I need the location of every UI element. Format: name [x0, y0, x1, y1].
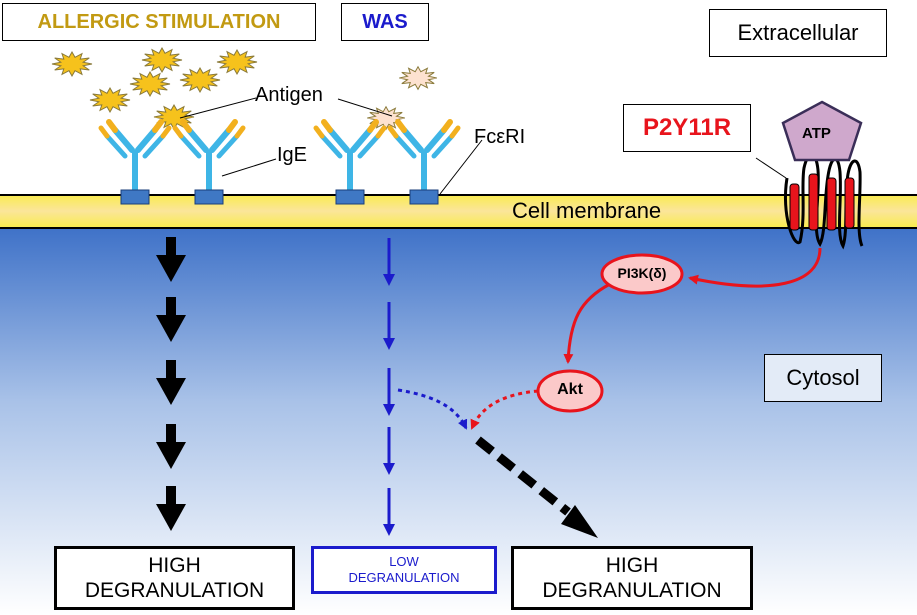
- extracellular-text: Extracellular: [737, 20, 859, 45]
- red-signal-arrows: [563, 247, 822, 364]
- outcome-middle-line2: DEGRANULATION: [348, 570, 460, 585]
- ige-antibody-icon: [313, 119, 387, 205]
- high-degranulation-box-left: HIGH DEGRANULATION: [54, 546, 295, 610]
- fceri-receptor-icon: [120, 189, 150, 205]
- ige-label: IgE: [277, 144, 308, 166]
- black-dashed-arrow: [475, 436, 598, 538]
- antigen-label: Antigen: [255, 84, 323, 106]
- outcome-left-line2: DEGRANULATION: [84, 579, 265, 602]
- antigen-star-icon: [179, 66, 221, 94]
- outcome-middle-line1: LOW: [389, 554, 419, 569]
- cytosol-text: Cytosol: [786, 365, 860, 390]
- antigen-star-icon: [141, 46, 183, 74]
- cell-membrane-label: Cell membrane: [512, 198, 662, 223]
- black-down-arrow-icon: [156, 360, 186, 405]
- antigen-star-icon: [216, 48, 258, 76]
- black-down-arrow-icon: [156, 486, 186, 531]
- blue-dotted-arrow: [397, 388, 468, 430]
- outcome-right-line2: DEGRANULATION: [542, 579, 722, 602]
- p2y11r-text: P2Y11R: [642, 114, 732, 141]
- extracellular-label: Extracellular: [709, 9, 887, 57]
- outcome-left-line1: HIGH: [148, 554, 201, 577]
- fceri-label: FcεRI: [474, 126, 526, 148]
- low-degranulation-box: LOW DEGRANULATION: [311, 546, 497, 594]
- blue-arrow-column: [383, 238, 395, 536]
- ige-antibody-icon: [98, 119, 172, 205]
- akt-node: [536, 369, 604, 413]
- allergic-stimulation-header: ALLERGIC STIMULATION: [2, 3, 316, 41]
- high-degranulation-box-right: HIGH DEGRANULATION: [511, 546, 753, 610]
- blue-down-arrow-icon: [383, 368, 395, 416]
- ige-antibody-icon: [172, 119, 246, 205]
- ige-antibody-icon: [387, 119, 461, 205]
- outcome-right-line1: HIGH: [605, 554, 659, 577]
- pi3k-node: [600, 253, 684, 295]
- akt-label: Akt: [557, 381, 583, 398]
- p2y11r-receptor-icon: [783, 153, 864, 250]
- black-down-arrow-icon: [156, 424, 186, 469]
- pi3k-label: PI3K(δ): [617, 265, 667, 281]
- p2y11r-label: P2Y11R: [623, 104, 751, 152]
- red-dotted-arrow: [470, 389, 539, 430]
- antigen-star-icon: [367, 105, 405, 131]
- fceri-receptor-icon: [194, 189, 224, 205]
- antigen-star-icon: [399, 65, 437, 91]
- cell-membrane: [0, 194, 917, 229]
- blue-down-arrow-icon: [383, 238, 395, 286]
- blue-down-arrow-icon: [383, 427, 395, 475]
- fceri-receptor-icon: [335, 189, 365, 205]
- antigen-star-icon: [129, 70, 171, 98]
- was-header: WAS: [341, 3, 429, 41]
- antigen-icon: [51, 46, 437, 131]
- blue-down-arrow-icon: [383, 488, 395, 536]
- black-arrow-column: [156, 237, 186, 531]
- antigen-star-icon: [51, 50, 93, 78]
- fceri-receptor-icon: [409, 189, 439, 205]
- black-down-arrow-icon: [156, 297, 186, 342]
- blue-down-arrow-icon: [383, 302, 395, 350]
- cytosol-label: Cytosol: [764, 354, 882, 402]
- atp-label: ATP: [802, 125, 831, 142]
- was-text: WAS: [362, 10, 408, 33]
- atp-pentagon-icon: [781, 100, 863, 162]
- black-down-arrow-icon: [156, 237, 186, 282]
- ige-antibody-icons: [98, 119, 461, 205]
- allergic-stimulation-text: ALLERGIC STIMULATION: [37, 10, 281, 33]
- antigen-star-icon: [89, 86, 131, 114]
- callout-lines: [179, 97, 787, 195]
